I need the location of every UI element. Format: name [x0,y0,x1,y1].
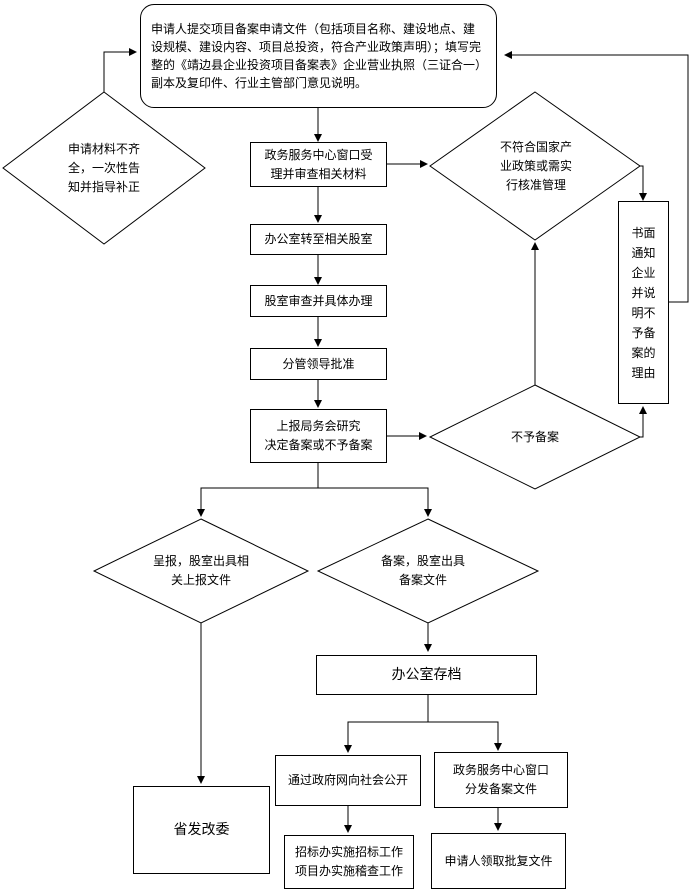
office-transfer-box: 办公室转至相关股室 [250,224,387,255]
meeting-decision-text: 上报局务会研究 决定备案或不予备案 [264,419,373,452]
report-text: 呈报，股室出具相 关上报文件 [152,554,249,587]
policy-diamond [429,91,641,241]
arrow-policy-notify [639,165,647,201]
report-text-holder: 呈报，股室出具相 关上报文件 [140,551,262,591]
tender-inspection-text: 招标办实施招标工作 项目办实施稽查工作 [294,845,403,878]
arrow-archive-publicize [344,695,429,753]
receive-reply-text: 申请人领取批复文件 [444,853,553,868]
window-accept-box: 政务服务中心窗口受 理并审查相关材料 [250,142,387,187]
arrow-notify-apply [504,51,689,303]
policy-mismatch-text-holder: 不符合国家产 业政策或需实 行核准管理 [480,134,592,198]
office-archive-text: 办公室存档 [391,666,462,683]
reject-text-holder: 不予备案 [490,427,580,447]
distribute-box: 政务服务中心窗口 分发备案文件 [434,752,568,808]
publicize-box: 通过政府网向社会公开 [275,755,421,806]
reject-text: 不予备案 [510,429,559,444]
apply-submission-text: 申请人提交项目备案申请文件（包括项目名称、建设地点、建设规模、建设内容、项目总投… [151,22,482,90]
incomplete-diamond [2,91,206,245]
arrow-archive-distribute [428,721,502,751]
arrow-incomplete-apply [103,48,137,92]
publicize-text: 通过政府网向社会公开 [287,773,408,787]
meeting-decision-box: 上报局务会研究 决定备案或不予备案 [250,409,387,463]
apply-submission-box: 申请人提交项目备案申请文件（包括项目名称、建设地点、建设规模、建设内容、项目总投… [140,4,497,108]
arrow-reject-notify [639,406,647,438]
filed-text-holder: 备案，股室出具 备案文件 [368,551,478,591]
leader-approval-text: 分管领导批准 [282,356,355,371]
provincial-drc-box: 省发改委 [133,786,270,874]
filed-text: 备案，股室出具 备案文件 [380,554,465,587]
section-review-box: 股室审查并具体办理 [250,285,387,317]
leader-approval-box: 分管领导批准 [250,348,387,380]
reject-diamond [428,384,642,490]
written-notice-text: 书面 通知 企业 并说 明不 予备 案的 理由 [631,225,656,380]
incomplete-materials-text-holder: 申请材料不齐 全，一次性告 知并指导补正 [38,136,170,200]
provincial-drc-text: 省发改委 [173,821,230,838]
office-transfer-text: 办公室转至相关股室 [264,232,373,246]
receive-reply-box: 申请人领取批复文件 [431,833,566,889]
arrow-meeting-split-right [318,487,432,517]
distribute-text: 政务服务中心窗口 分发备案文件 [452,763,549,796]
arrow-meeting-split-left [197,463,319,517]
incomplete-materials-text: 申请材料不齐 全，一次性告 知并指导补正 [67,141,140,194]
policy-mismatch-text: 不符合国家产 业政策或需实 行核准管理 [499,139,572,192]
tender-inspection-box: 招标办实施招标工作 项目办实施稽查工作 [284,835,414,889]
window-accept-text: 政务服务中心窗口受 理并审查相关材料 [264,147,373,181]
office-archive-box: 办公室存档 [316,655,537,695]
section-review-text: 股室审查并具体办理 [264,293,373,308]
written-notice-box: 书面 通知 企业 并说 明不 予备 案的 理由 [618,201,669,404]
